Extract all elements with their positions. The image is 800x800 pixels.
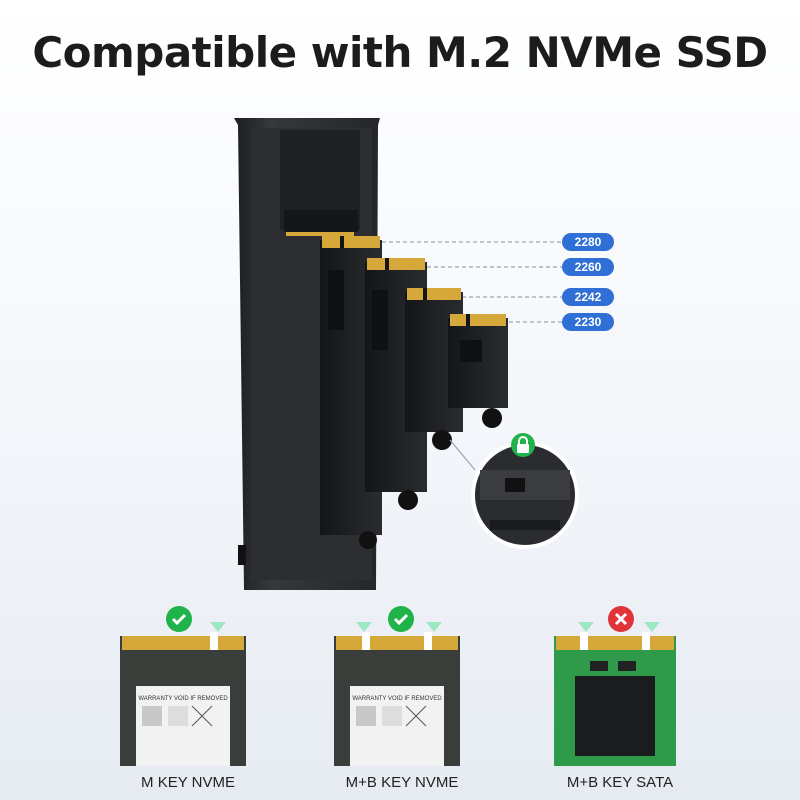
size-tag-2260: 2260 [562, 258, 614, 276]
ssd-2230 [448, 314, 508, 428]
notch-arrow-icon [356, 622, 372, 632]
warranty-sticker-text: WARRANTY VOID IF REMOVED [352, 696, 442, 702]
notch-arrow-icon [426, 622, 442, 632]
size-tag-2230: 2230 [562, 313, 614, 331]
card-label: M KEY NVME [141, 774, 235, 791]
notch-arrow-icon [578, 622, 594, 632]
enclosure-illustration [234, 118, 579, 590]
ssd-mb-key-image: WARRANTY VOID IF REMOVED [334, 632, 460, 766]
ssd-sata-image [554, 632, 676, 766]
notch-arrow-icon [644, 622, 660, 632]
size-tag-2242: 2242 [562, 288, 614, 306]
cross-icon [608, 606, 634, 632]
check-icon [388, 606, 414, 632]
lock-icon [511, 433, 535, 457]
check-icon [166, 606, 192, 632]
notch-arrow-icon [210, 622, 226, 632]
card-label: M+B KEY SATA [566, 774, 674, 791]
card-mb-key-sata: M+B KEY SATA [530, 606, 710, 796]
card-mb-key-nvme: WARRANTY VOID IF REMOVED M+B KEY NVME [312, 606, 492, 796]
ssd-m-key-image: WARRANTY VOID IF REMOVED [120, 632, 246, 766]
card-label: M+B KEY NVME [345, 774, 459, 791]
page-title: Compatible with M.2 NVMe SSD [32, 28, 768, 77]
warranty-sticker-text: WARRANTY VOID IF REMOVED [138, 696, 228, 702]
card-m-key-nvme: WARRANTY VOID IF REMOVED M KEY NVME [98, 606, 278, 796]
size-tag-2280: 2280 [562, 233, 614, 251]
lock-zoom-inset [449, 439, 579, 549]
